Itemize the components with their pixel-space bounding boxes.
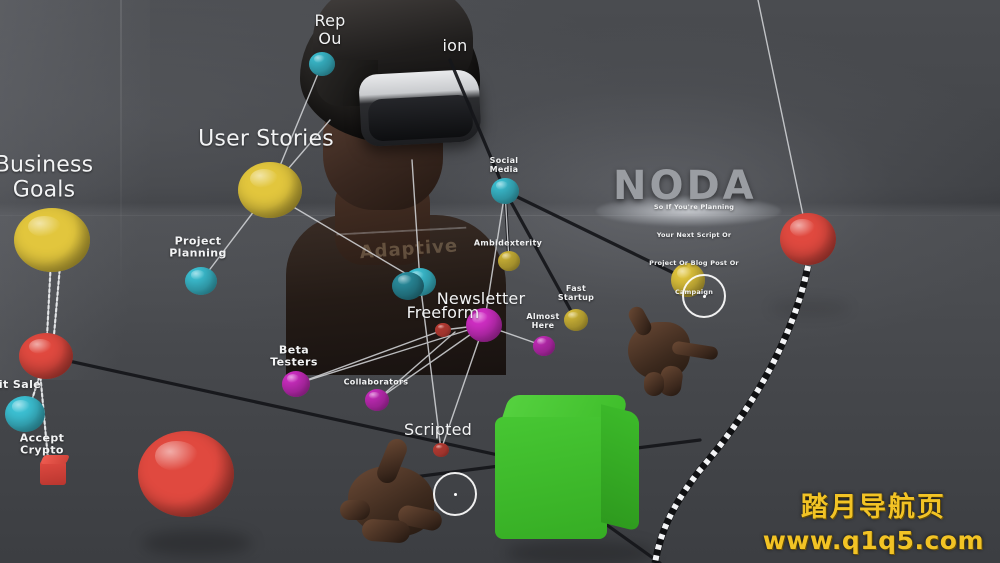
watermark: 踏月导航页 www.q1q5.com [763, 485, 984, 555]
graph-edge [448, 58, 507, 193]
node-big-red-left[interactable] [138, 431, 234, 517]
graph-edge [419, 281, 442, 451]
floor-horizon-line [0, 215, 1000, 216]
graph-edge [440, 324, 485, 451]
node-project-planning[interactable] [185, 267, 217, 295]
node-collaborators[interactable] [365, 389, 389, 411]
floor-spotlight [596, 196, 781, 226]
graph-edge [598, 518, 662, 563]
green-cube-object[interactable] [495, 395, 640, 545]
graph-edge [38, 370, 51, 472]
tether-cable-core [651, 265, 812, 563]
graph-edge [483, 190, 506, 326]
cursor-center-dot [453, 492, 457, 496]
node-accept-crypto[interactable] [5, 396, 45, 432]
node-ambidexterity[interactable] [498, 251, 520, 271]
cursor-left[interactable] [433, 472, 477, 516]
graph-edge [295, 329, 444, 385]
node-anchor-red-right[interactable] [780, 213, 836, 265]
node-newsletter[interactable] [466, 308, 502, 342]
node-almost-here[interactable] [533, 336, 555, 356]
graph-edge [44, 354, 532, 464]
shadow-anchor [770, 300, 850, 316]
graph-edge [289, 204, 421, 283]
node-business-goals[interactable] [14, 208, 90, 272]
node-social-media[interactable] [491, 178, 519, 204]
graph-edge [376, 331, 456, 401]
cursor-right[interactable] [682, 274, 726, 318]
graph-edge [757, 0, 809, 240]
node-beta-testers[interactable] [282, 371, 310, 397]
node-chest-cyan[interactable] [392, 272, 424, 300]
node-profit-sale[interactable] [19, 333, 73, 379]
node-repeat-outreach[interactable] [309, 52, 335, 76]
graph-edge [295, 324, 485, 385]
node-scripted[interactable] [433, 443, 449, 457]
graph-edge [503, 189, 690, 282]
watermark-url-text: www.q1q5.com [762, 526, 984, 555]
noda-logo: NODA [613, 163, 757, 209]
graph-edge [411, 159, 421, 283]
wall-corner [120, 0, 122, 300]
node-freeform[interactable] [435, 323, 451, 337]
node-user-stories[interactable] [238, 162, 302, 218]
watermark-cn-text: 踏月导航页 [800, 492, 946, 523]
cursor-center-dot [702, 294, 706, 298]
shadow-red-sphere [142, 530, 252, 556]
wall-left [0, 0, 150, 380]
shadow-cube [505, 540, 655, 563]
graph-edge [503, 189, 578, 322]
node-accept-crypto-cube[interactable] [39, 455, 71, 485]
node-fast-startup[interactable] [564, 309, 588, 331]
